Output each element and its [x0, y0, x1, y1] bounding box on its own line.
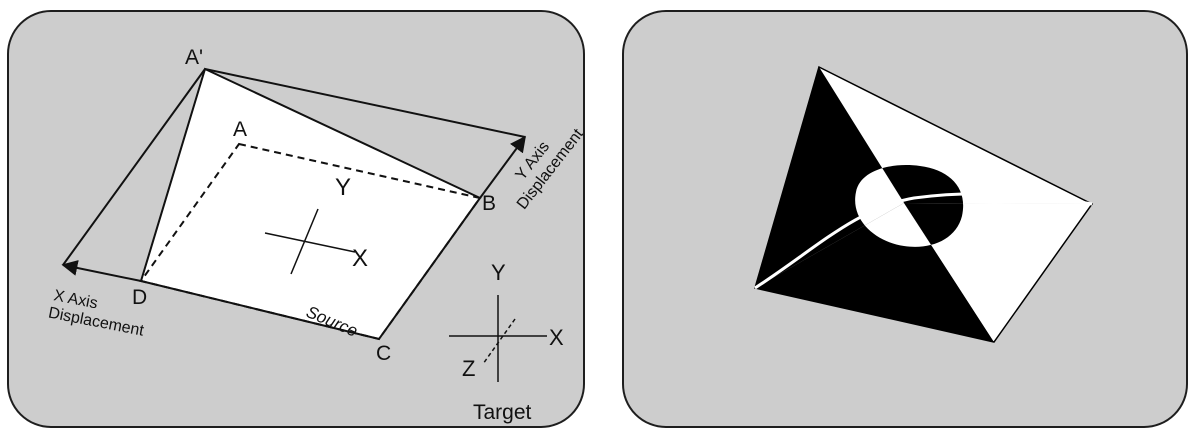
x-displacement-arrow	[61, 260, 142, 282]
source-rect-dashed	[139, 142, 482, 341]
x-displacement-line	[62, 68, 206, 266]
label-c: C	[376, 342, 391, 365]
y-displacement-arrow	[479, 135, 526, 199]
label-a: A	[233, 118, 247, 141]
left-diagram-panel: A' A B C D Y X Y Axis Displacement X Axi…	[7, 10, 585, 428]
label-global-x: X	[549, 325, 564, 350]
label-target: Target	[473, 401, 532, 424]
label-b: B	[482, 192, 496, 215]
label-global-y: Y	[491, 260, 506, 285]
global-z-axis	[482, 318, 516, 365]
label-global-z: Z	[462, 356, 475, 381]
displacement-diagram: A' A B C D Y X Y Axis Displacement X Axi…	[47, 46, 583, 424]
label-a-prime: A'	[185, 46, 203, 69]
label-local-x: X	[352, 245, 368, 272]
right-render-panel	[622, 10, 1188, 428]
curved-line	[754, 192, 1093, 290]
label-d: D	[132, 286, 147, 309]
tri-bottom	[755, 203, 994, 342]
local-x-axis	[264, 232, 356, 253]
label-local-y: Y	[335, 174, 351, 201]
y-displacement-line	[204, 68, 526, 138]
tri-left	[755, 67, 904, 288]
quad-outline	[754, 65, 1094, 343]
target-quad	[139, 67, 482, 341]
warped-checker-quad	[754, 65, 1094, 343]
tri-right	[904, 203, 1092, 342]
